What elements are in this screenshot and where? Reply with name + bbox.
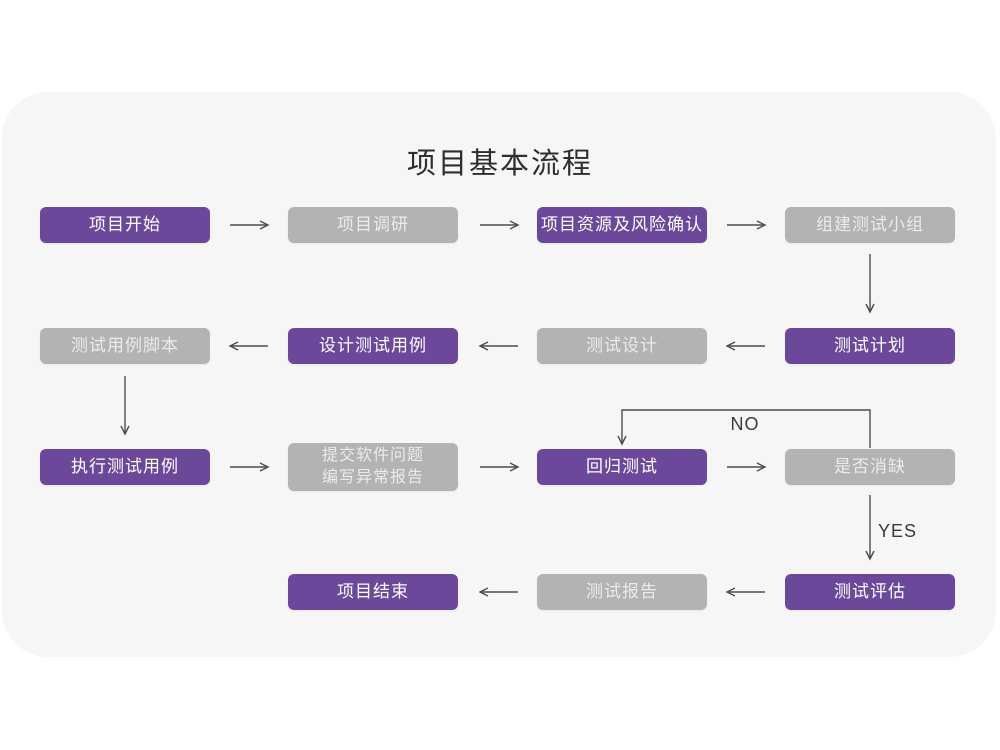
flow-node-project-end: 项目结束 [288,574,458,610]
flow-node-project-research: 项目调研 [288,207,458,243]
flow-node-design-test-cases: 设计测试用例 [288,328,458,364]
flow-node-submit-issues: 提交软件问题 编写异常报告 [288,443,458,491]
flow-node-test-case-script: 测试用例脚本 [40,328,210,364]
flow-node-regression-test: 回归测试 [537,449,707,485]
flow-node-defect-cleared: 是否消缺 [785,449,955,485]
flow-node-test-report: 测试报告 [537,574,707,610]
flow-node-test-evaluation: 测试评估 [785,574,955,610]
flow-node-test-plan: 测试计划 [785,328,955,364]
flowchart-card [2,92,996,657]
flow-node-test-design: 测试设计 [537,328,707,364]
flow-node-line: 编写异常报告 [321,469,424,486]
flow-node-build-test-team: 组建测试小组 [785,207,955,243]
page-title: 项目基本流程 [406,148,593,180]
yes-branch-label: YES [878,521,918,541]
flow-node-line: 提交软件问题 [321,447,424,464]
flow-node-resources-risk: 项目资源及风险确认 [537,207,707,243]
flow-node-run-test-cases: 执行测试用例 [40,449,210,485]
no-branch-label: NO [730,414,760,434]
flow-node-project-start: 项目开始 [40,207,210,243]
